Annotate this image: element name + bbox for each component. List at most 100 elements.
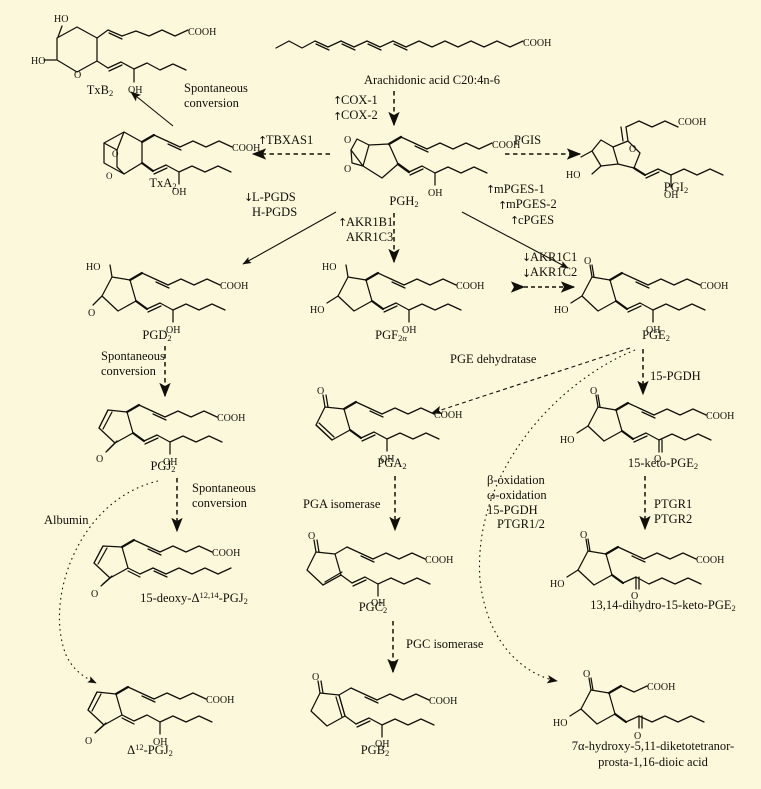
svg-text:O: O — [654, 454, 661, 465]
enzyme-label-pges: ↑mPGES-1 ↑mPGES-2 ↑cPGES — [486, 182, 557, 228]
enzyme-akr1c2-row: ↓AKR1C2 — [522, 265, 578, 280]
svg-text:O: O — [583, 669, 590, 680]
process-label-spontaneous-pgj2: Spontaneous conversion — [192, 481, 256, 511]
compound-label-dioic-acid-line1: 7α-hydroxy-5,11-diketotetranor- — [571, 739, 735, 753]
reaction-arrows — [58, 91, 651, 684]
svg-text:O: O — [317, 386, 324, 397]
arrow-pge2-to-pga2 — [431, 347, 631, 414]
svg-text:COOH: COOH — [425, 555, 453, 566]
enzyme-label-pgds: ↓L-PGDS H-PGDS — [244, 190, 297, 220]
structure-dioic-acid: O HO COOH O — [553, 669, 705, 742]
svg-text:OH: OH — [166, 325, 180, 336]
svg-text:OH: OH — [375, 739, 389, 750]
arrow-txa2-to-txb2 — [130, 91, 174, 127]
svg-text:HO: HO — [560, 435, 574, 446]
svg-text:HO: HO — [550, 579, 564, 590]
svg-text:O: O — [106, 171, 113, 181]
structure-pga2: O COOH OH — [315, 386, 462, 465]
process-line-2: conversion — [184, 95, 239, 110]
enzyme-mpges-2-row: ↑mPGES-2 — [498, 197, 557, 212]
svg-text:COOH: COOH — [212, 548, 240, 559]
svg-text:COOH: COOH — [429, 696, 457, 707]
up-arrow-icon: ↑ — [258, 134, 268, 148]
molecule-structures: O HO HO COOH OH — [31, 14, 734, 750]
svg-text:O: O — [85, 736, 92, 747]
enzyme-label-akr1c1-akr1c2: ↓AKR1C1 ↓AKR1C2 — [522, 250, 577, 281]
compound-label-pgh2: PGH2 — [389, 194, 419, 210]
svg-text:O: O — [96, 454, 103, 465]
enzyme-akr1c1-row: ↓AKR1C1 — [522, 250, 578, 265]
enzyme-label-cox: ↑COX-1 ↑COX-2 — [333, 93, 378, 124]
svg-text:O: O — [344, 135, 351, 146]
svg-text:O: O — [584, 256, 591, 267]
svg-text:HO: HO — [566, 170, 580, 181]
svg-text:COOH: COOH — [706, 411, 734, 422]
svg-text:O: O — [312, 672, 319, 683]
structure-delta12-pgj2: O COOH OH — [85, 685, 234, 748]
svg-text:HO: HO — [54, 14, 68, 25]
compound-label-pgi2: PGI2 — [663, 180, 689, 196]
compound-label-13-14-dihydro-15-keto-pge2: 13,14-dihydro-15-keto-PGE2 — [590, 598, 736, 614]
process-line-2: conversion — [101, 363, 156, 378]
up-arrow-icon: ↑ — [486, 183, 496, 197]
enzyme-mpges-1-row: ↑mPGES-1 — [486, 182, 545, 197]
structure-arachidonic-acid: COOH — [275, 38, 551, 51]
svg-text:COOH: COOH — [523, 38, 551, 49]
structure-pgb2: O COOH OH — [310, 672, 457, 750]
enzyme-ptgr2-row: PTGR2 — [654, 511, 693, 526]
compound-label-pgf2a: PGF2α — [375, 328, 407, 344]
down-arrow-icon: ↓ — [522, 251, 532, 265]
process-beta-oxidation: β-oxidation — [487, 473, 545, 487]
process-line-1: Spontaneous — [192, 481, 256, 495]
svg-text:OH: OH — [402, 325, 416, 336]
compound-label-pga2: PGA2 — [377, 456, 407, 472]
svg-text:OH: OH — [172, 187, 186, 198]
structure-pge2: O HO COOH OH — [554, 256, 728, 336]
structure-13-14-dihydro-15-keto-pge2: O HO COOH O — [550, 530, 724, 602]
enzyme-label-tbxas1: ↑TBXAS1 — [258, 133, 314, 148]
svg-text:COOH: COOH — [217, 413, 245, 424]
compound-label-pgc2: PGC2 — [358, 600, 388, 616]
svg-text:OH: OH — [371, 598, 385, 609]
svg-text:O: O — [629, 144, 636, 155]
compound-label-pgd2: PGD2 — [142, 328, 172, 344]
svg-text:O: O — [88, 308, 95, 319]
structure-txb2: O HO HO COOH OH — [31, 14, 216, 96]
svg-text:HO: HO — [31, 56, 45, 67]
process-label-oxidation-block: β-oxidation ω-oxidation 15-PGDH PTGR1/2 — [487, 473, 547, 532]
compound-label-pge2: PGE2 — [642, 328, 670, 344]
enzyme-ptgr1-row: PTGR1 — [654, 497, 693, 511]
compound-label-15-deoxy-pgj2: 15-deoxy-Δ12,14-PGJ2 — [140, 590, 248, 607]
svg-text:HO: HO — [86, 262, 100, 273]
arrow-pgh2-to-pgd2 — [242, 211, 337, 265]
compound-label-pgj2: PGJ2 — [150, 459, 176, 475]
enzyme-label-ptgr: PTGR1 PTGR2 — [654, 497, 692, 527]
enzyme-label-pga-isomerase: PGA isomerase — [303, 497, 381, 511]
process-label-spontaneous-pgd2: Spontaneous conversion — [101, 349, 165, 379]
enzyme-label-pge-dehydratase: PGE dehydratase — [450, 352, 537, 366]
up-arrow-icon: ↑ — [510, 214, 520, 228]
svg-text:COOH: COOH — [678, 117, 706, 128]
enzyme-label-pgis: PGIS — [514, 133, 542, 147]
svg-text:O: O — [308, 531, 315, 542]
process-line-1: Spontaneous — [101, 349, 165, 363]
enzyme-akr1b1-row: ↑AKR1B1 — [338, 215, 394, 230]
svg-text:OH: OH — [163, 457, 177, 468]
svg-text:O: O — [634, 731, 641, 742]
compound-label-txa2: TxA2 — [149, 176, 177, 192]
structure-txa2: O O COOH OH — [103, 131, 260, 198]
svg-text:COOH: COOH — [232, 143, 260, 154]
svg-text:HO: HO — [553, 718, 567, 729]
process-line-1: Spontaneous — [184, 81, 248, 95]
up-arrow-icon: ↑ — [333, 109, 343, 123]
svg-text:COOH: COOH — [492, 140, 520, 151]
down-arrow-icon: ↓ — [244, 191, 254, 205]
compound-label-delta12-pgj2: Δ12-PGJ2 — [127, 742, 173, 759]
svg-text:OH: OH — [646, 325, 660, 336]
process-omega-oxidation: ω-oxidation — [487, 487, 547, 502]
enzyme-cox-1-row: ↑COX-1 — [333, 93, 378, 108]
svg-text:OH: OH — [128, 85, 142, 96]
svg-text:COOH: COOH — [700, 281, 728, 292]
svg-text:O: O — [344, 164, 351, 175]
